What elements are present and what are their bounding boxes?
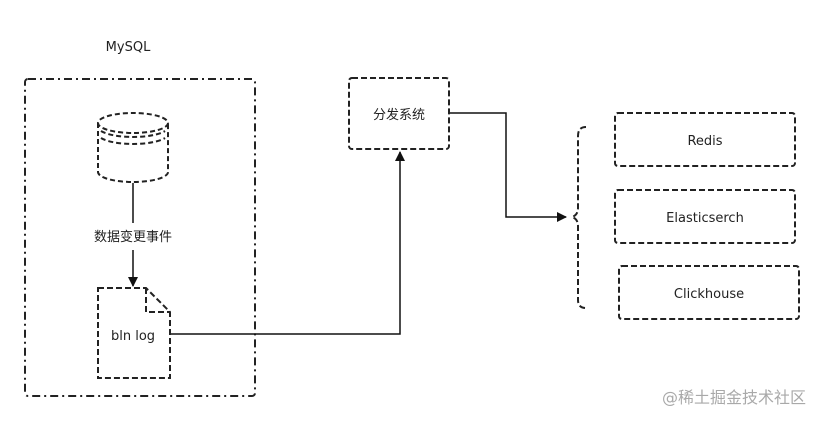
redis-box: [614, 112, 796, 167]
binlog-file-icon: [97, 287, 171, 379]
mysql-container: [24, 78, 256, 397]
event-label: 数据变更事件: [94, 229, 172, 245]
distributor-label: 分发系统: [373, 107, 425, 123]
clickhouse-box: [618, 265, 800, 320]
distributor-box: [348, 77, 450, 150]
database-icon: [97, 112, 169, 183]
arrow-distributor-to-targets: [450, 112, 567, 222]
targets-brace: [568, 126, 587, 309]
watermark-text: @稀土掘金技术社区: [662, 388, 806, 407]
redis-label: Redis: [687, 134, 722, 149]
mysql-title: MySQL: [106, 40, 151, 55]
binlog-label: bln log: [111, 329, 155, 344]
clickhouse-label: Clickhouse: [674, 287, 744, 302]
elasticsearch-label: Elasticserch: [666, 211, 744, 226]
elasticsearch-box: [614, 189, 796, 244]
arrow-binlog-to-distributor: [171, 151, 405, 335]
